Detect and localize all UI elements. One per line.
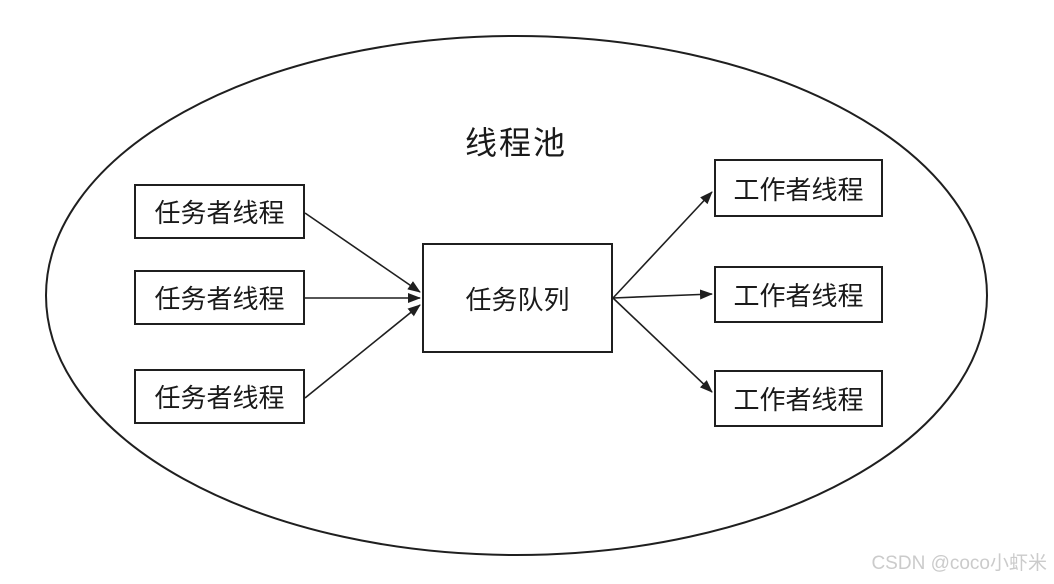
- producer-thread-label: 任务者线程: [154, 199, 285, 228]
- producer-thread-box-2: 任务者线程: [134, 270, 305, 325]
- producer-thread-label: 任务者线程: [154, 285, 285, 314]
- arrow-queue-to-worker2: [612, 289, 713, 300]
- arrow-queue-to-worker3: [612, 297, 713, 393]
- arrow-producer1-to-queue: [304, 212, 421, 293]
- producer-thread-box-1: 任务者线程: [134, 184, 305, 239]
- arrow-producer3-to-queue: [304, 304, 421, 399]
- arrow-queue-to-worker1: [612, 191, 713, 299]
- task-queue-box: 任务队列: [422, 243, 613, 353]
- task-queue-label: 任务队列: [465, 285, 570, 315]
- diagram-title: 线程池: [464, 125, 567, 161]
- worker-thread-box-1: 工作者线程: [714, 159, 883, 217]
- producer-thread-label: 任务者线程: [154, 384, 285, 413]
- worker-thread-label: 工作者线程: [733, 175, 864, 205]
- worker-thread-label: 工作者线程: [733, 386, 864, 415]
- thread-pool-ellipse: [45, 35, 988, 556]
- worker-thread-box-2: 工作者线程: [714, 266, 883, 323]
- producer-thread-box-3: 任务者线程: [134, 369, 305, 424]
- watermark: CSDN @coco小虾米: [871, 553, 1047, 574]
- worker-thread-label: 工作者线程: [733, 282, 864, 311]
- worker-thread-box-3: 工作者线程: [714, 370, 883, 427]
